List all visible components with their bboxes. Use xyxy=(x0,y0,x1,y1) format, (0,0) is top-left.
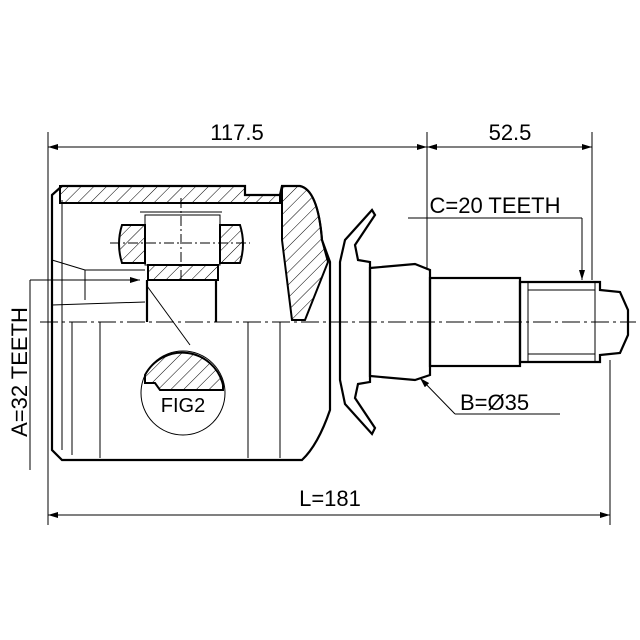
dimension-117-5: 117.5 xyxy=(48,120,427,150)
dimension-label: C=20 TEETH xyxy=(429,193,560,218)
tripod-roller xyxy=(110,198,250,346)
detail-label: FIG2 xyxy=(161,395,205,417)
dimension-label: L=181 xyxy=(299,486,361,511)
dimension-label: A=32 TEETH xyxy=(7,307,32,437)
dimension-total-length: L=181 xyxy=(48,486,610,518)
dimension-52-5: 52.5 xyxy=(427,120,592,150)
callout-inner-spline: A=32 TEETH xyxy=(7,277,140,470)
callout-outer-spline: C=20 TEETH xyxy=(408,193,585,280)
detail-fig2: FIG2 xyxy=(140,350,226,436)
seal-flange xyxy=(338,208,377,436)
dimension-label: 117.5 xyxy=(210,120,263,145)
dimension-label: 52.5 xyxy=(489,120,532,145)
dimension-label: B=Ø35 xyxy=(460,390,529,415)
outer-housing xyxy=(50,184,332,462)
extension-lines xyxy=(47,132,611,525)
callout-seal-diameter: B=Ø35 xyxy=(419,377,560,415)
